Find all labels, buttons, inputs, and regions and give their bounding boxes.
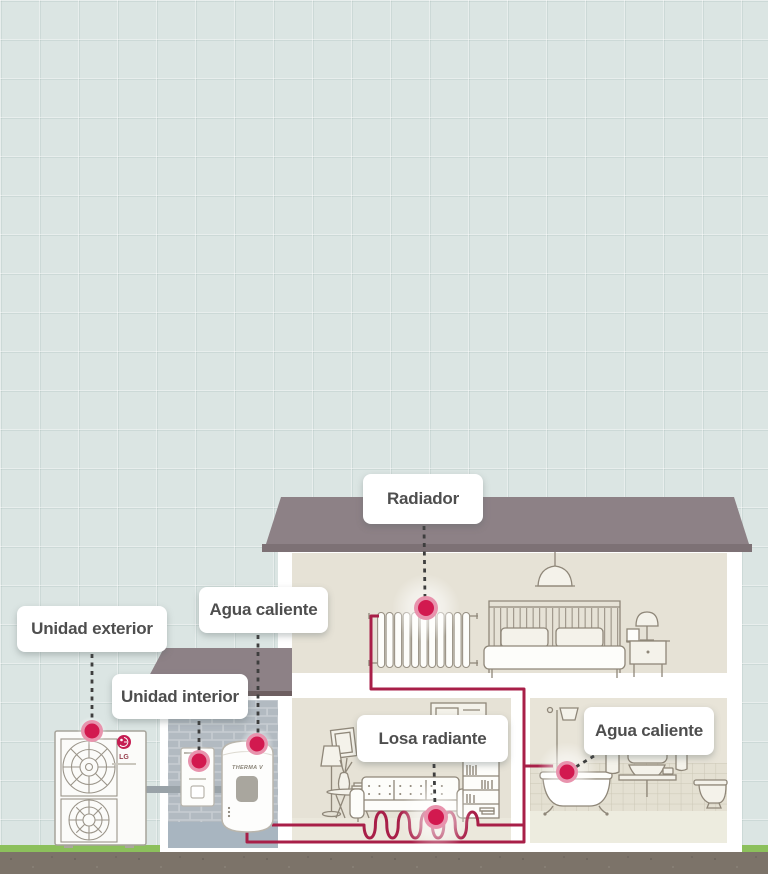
photo-frame [626,628,640,643]
water-tank: THERMA V [221,740,274,833]
radiator-circuit-pipe [245,614,526,844]
bathroom-floor [530,811,727,843]
toilet [693,779,728,809]
nightstand [626,611,670,677]
hotspot-hot-water-tank [246,733,268,755]
bedroom [368,552,670,678]
callout-radiator-label: Radiador [386,489,460,508]
towel-left [605,751,620,775]
outdoor-unit: LG [54,730,147,848]
bed [483,600,626,678]
hotspot-dots [81,596,578,829]
lg-logo: LG [112,735,136,765]
callout-radiator: Radiador [363,474,483,524]
hotspot-hot-water-bathroom [556,761,578,783]
callout-radiant-floor-label: Losa radiante [378,728,487,748]
connector-radiant-floor [432,763,437,809]
lg-logo-text: LG [119,754,129,761]
floor-lamp [320,745,343,818]
soap-dish [662,767,674,775]
hotspot-outdoor-unit [81,720,103,742]
tank-panel [236,776,258,802]
pendant-lamp [535,552,575,587]
callout-hot-water-tank-label: Agua caliente [209,600,318,619]
callout-hot-water-bathroom-label: Agua caliente [595,721,703,740]
table-lamp [635,611,659,627]
connector-hot-water-bathroom [573,754,595,770]
callout-hot-water-bathroom: Agua caliente [584,707,714,755]
fan-grille-bottom [60,798,118,843]
callout-indoor-unit-label: Unidad interior [121,686,239,706]
connector-radiator [422,525,427,601]
callout-connectors [90,525,595,809]
tank-model-text: THERMA V [232,765,264,771]
vase [337,771,351,792]
house [278,550,742,852]
hotspot-indoor-unit [188,750,210,772]
towel-right [675,751,688,772]
sofa-armrest-left [349,788,365,819]
callout-outdoor-unit: Unidad exterior [17,606,167,652]
soil-ground [0,852,768,874]
callout-outdoor-unit-label: Unidad exterior [31,619,153,638]
main-roof [266,497,749,544]
callout-radiant-floor: Losa radiante [357,715,508,762]
callout-indoor-unit: Unidad interior [112,674,248,719]
hotspot-radiant-floor [424,805,448,829]
hotspot-radiator [414,596,438,620]
main-roof-fascia [262,544,752,552]
callout-hot-water-tank: Agua caliente [199,587,328,633]
